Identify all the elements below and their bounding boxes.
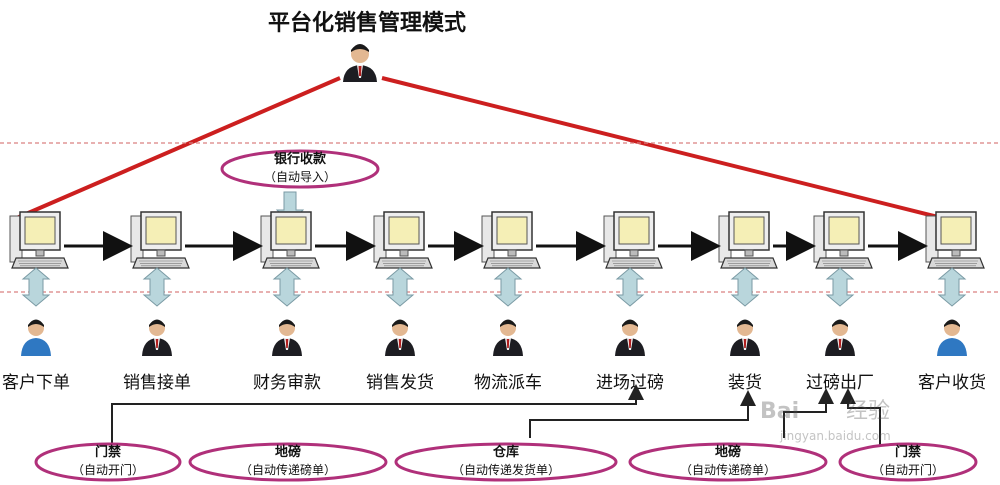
stage-1: 客户下单 xyxy=(2,211,70,393)
bidirectional-arrow-icon xyxy=(615,267,645,307)
stage-3: 财务审款 xyxy=(253,211,321,393)
diagram-title: 平台化销售管理模式 xyxy=(268,10,466,36)
bidirectional-arrow-icon xyxy=(825,267,855,307)
manager-person-icon xyxy=(343,44,377,82)
note-title: 地磅 xyxy=(715,444,741,460)
stage-label: 财务审款 xyxy=(253,373,321,393)
computer-icon xyxy=(130,211,190,269)
bidirectional-arrow-icon xyxy=(385,267,415,307)
bidirectional-arrow-icon xyxy=(493,267,523,307)
note-subtitle: （自动传递发货单） xyxy=(452,462,560,477)
stage-label: 客户下单 xyxy=(2,373,70,393)
bidirectional-arrow-icon xyxy=(142,267,172,307)
stage-label: 过磅出厂 xyxy=(806,373,874,393)
bottom-connectors xyxy=(111,384,881,452)
bottom-note-4: 地磅 （自动传递磅单） xyxy=(628,442,828,482)
stage-label: 装货 xyxy=(728,373,762,393)
customer-person-icon xyxy=(21,319,51,356)
computer-icon xyxy=(260,211,320,269)
staff-person-icon xyxy=(493,319,523,356)
svg-text:jingyan.baidu.com: jingyan.baidu.com xyxy=(779,429,891,443)
bidirectional-arrow-icon xyxy=(730,267,760,307)
computer-icon xyxy=(925,211,985,269)
stage-label: 销售接单 xyxy=(123,373,191,393)
note-title: 门禁 xyxy=(895,444,921,460)
customer-person-icon xyxy=(937,319,967,356)
bank-receipt-note: 银行收款 （自动导入） xyxy=(220,149,380,189)
stage-2: 销售接单 xyxy=(123,211,191,393)
staff-person-icon xyxy=(825,319,855,356)
staff-person-icon xyxy=(385,319,415,356)
stage-9: 客户收货 xyxy=(918,211,986,393)
computer-icon xyxy=(718,211,778,269)
computer-icon xyxy=(813,211,873,269)
staff-person-icon xyxy=(272,319,302,356)
note-subtitle: （自动开门） xyxy=(72,462,144,477)
computer-icon xyxy=(603,211,663,269)
staff-person-icon xyxy=(142,319,172,356)
bottom-note-1: 门禁 （自动开门） xyxy=(34,442,182,482)
staff-person-icon xyxy=(730,319,760,356)
bottom-note-2: 地磅 （自动传递磅单） xyxy=(188,442,388,482)
bank-receipt-sub: （自动导入） xyxy=(264,170,336,184)
stage-label: 客户收货 xyxy=(918,373,986,393)
stage-5: 物流派车 xyxy=(474,211,542,393)
bidirectional-arrow-icon xyxy=(937,267,967,307)
note-subtitle: （自动开门） xyxy=(872,462,944,477)
bottom-note-5: 门禁 （自动开门） xyxy=(838,442,978,482)
computer-icon xyxy=(373,211,433,269)
stage-7: 装货 xyxy=(718,211,778,393)
note-title: 地磅 xyxy=(275,444,301,460)
svg-text:经验: 经验 xyxy=(846,399,890,424)
stage-label: 销售发货 xyxy=(366,373,434,393)
manager-to-customer-order-line xyxy=(11,76,341,222)
stage-8: 过磅出厂 xyxy=(806,211,874,393)
bottom-note-3: 仓库 （自动传递发货单） xyxy=(394,442,618,482)
stage-label: 进场过磅 xyxy=(596,373,664,393)
stage-4: 销售发货 xyxy=(366,211,434,393)
note-subtitle: （自动传递磅单） xyxy=(240,462,336,477)
staff-person-icon xyxy=(615,319,645,356)
bidirectional-arrow-icon xyxy=(272,267,302,307)
manager-to-customer-receipt-line xyxy=(381,76,951,222)
bank-receipt-title: 银行收款 xyxy=(274,151,327,167)
note-subtitle: （自动传递磅单） xyxy=(680,462,776,477)
computer-icon xyxy=(9,211,69,269)
computer-icon xyxy=(481,211,541,269)
stage-6: 进场过磅 xyxy=(596,211,664,393)
note-title: 仓库 xyxy=(492,444,519,460)
stage-label: 物流派车 xyxy=(474,373,542,393)
svg-text:Bai: Bai xyxy=(760,399,799,424)
note-title: 门禁 xyxy=(95,444,121,460)
bidirectional-arrow-icon xyxy=(21,267,51,307)
baidu-watermark: Bai 经验 jingyan.baidu.com xyxy=(760,399,891,443)
